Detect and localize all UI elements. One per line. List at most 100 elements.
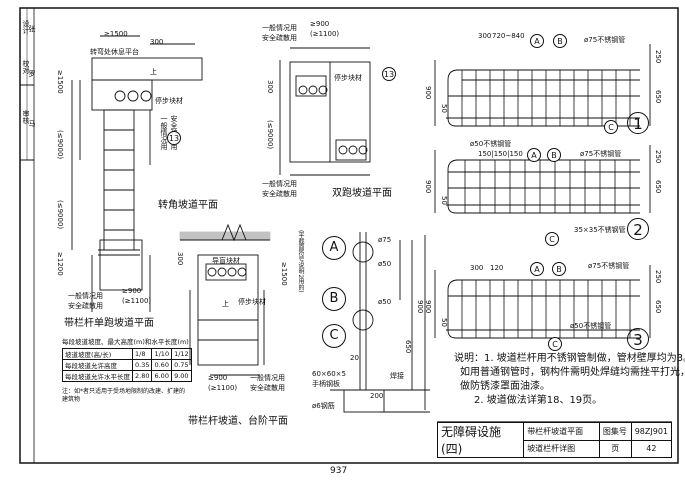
rail-general-d: 一般情况用 — [68, 292, 103, 300]
dim-900-e1: 900 — [424, 86, 432, 100]
table-cell: 每段坡道允许高度 — [62, 359, 133, 371]
dim-300-v-c: 300 — [176, 252, 184, 266]
spec-footnote: 注：如*者只适用于受场地限制的改建、扩建的建筑物 — [62, 388, 186, 403]
sq35-e2: 35×35不锈钢管 — [574, 226, 626, 234]
tag-c-e2: C — [545, 232, 559, 246]
page-number-block: 42 — [630, 439, 673, 458]
title-block: 无障碍设施(四) 带栏杆坡道平面 图集号 98ZJ901 坡道栏杆详图 页 42 — [436, 422, 673, 458]
wall-note: (平截面符号说明2用的) — [297, 230, 304, 293]
pipe75-e2: ø75不锈钢管 — [580, 150, 622, 158]
rail-safety-d: 安全疏散用 — [68, 302, 103, 310]
dim-900-b: ≥900 — [122, 287, 142, 295]
table-row: 每段坡道允许高度 0.35 0.60 0.75 — [62, 359, 192, 371]
dim-300-e3: 300 — [470, 264, 484, 272]
tag-b-e1: B — [553, 34, 567, 48]
side-sign1: 张 — [28, 25, 36, 32]
dim-250-e2: 250 — [654, 150, 662, 164]
stop-block-a: 停步块材 — [155, 97, 183, 105]
table-row: 坡道坡度(高/长) 1/8 1/10 1/12 — [62, 348, 192, 360]
tag-13-b: 13 — [382, 67, 396, 81]
dim-150-e2: 150|150|150 — [478, 150, 523, 158]
dim-300-a: 300 — [150, 38, 164, 46]
dim-900-e3: 900 — [424, 300, 432, 314]
stop-block-c: 停步块材 — [238, 298, 266, 306]
title-double-ramp: 双跑坡道平面 — [332, 188, 392, 199]
dim-720-840: 720~840 — [492, 32, 525, 40]
notes: 说明：1. 坡道栏杆用不锈钢管制做，管材壁厚均为3。 如用普通钢管时，钢构件需明… — [454, 352, 685, 408]
table-cell: 2.80 — [131, 370, 153, 382]
table-cell: 1/8 — [131, 348, 153, 360]
dim-1100-b: (≥1100) — [122, 297, 152, 305]
sub-title-1: 带栏杆坡道平面 — [523, 422, 600, 441]
dim-120-e3: 120 — [490, 264, 504, 272]
section-a: A — [322, 236, 346, 260]
dim-650-v-s: 650 — [404, 340, 412, 354]
guide-brick-c: 导盲块材 — [212, 257, 240, 265]
table-cell: 0.60 — [151, 359, 173, 371]
dim-650-e2: 650 — [654, 180, 662, 194]
side-sign2: 罗 — [28, 70, 36, 77]
dim-1500-v-c: ≥1500 — [280, 262, 288, 286]
dim-pipe50-b: ø50 — [378, 298, 392, 306]
dim-900-c: ≥900 — [208, 374, 228, 382]
dim-300-e1: 300 — [478, 32, 492, 40]
dim-900-e2: 900 — [424, 180, 432, 194]
dim-50-e2: 50 — [440, 196, 448, 205]
note-line-3: 做防锈漆罩面油漆。 — [460, 381, 550, 392]
section-c: C — [322, 324, 346, 348]
spec-table: 坡道坡度(高/长) 1/8 1/10 1/12 每段坡道允许高度 0.35 0.… — [62, 348, 192, 382]
table-cell: 1/12 — [171, 348, 192, 360]
table-row: 每段坡道允许水平长度 2.80 6.00 9.00 — [62, 370, 192, 382]
dim-900-a: ≥900 — [310, 20, 330, 28]
rail-general-b: 一般情况用 — [262, 24, 297, 32]
dim-1500: ≥1500 — [104, 30, 128, 38]
table-cell: 每段坡道允许水平长度 — [62, 370, 133, 382]
side-design: 设计 — [22, 20, 30, 34]
up-arrow-a: 上 — [150, 68, 157, 76]
dim-900-v-s: 900 — [416, 300, 424, 314]
table-cell: 1/10 — [151, 348, 173, 360]
rail-general-e: 一般情况用 — [250, 374, 285, 382]
double-ramp-plan — [279, 47, 371, 176]
dim-9000-v: (≤9000) — [56, 130, 64, 160]
dim-9000-v-b: (≤9000) — [266, 120, 274, 150]
dim-1100-a: (≥1100) — [310, 30, 340, 38]
pipe50-e1: ø50不锈钢管 — [470, 140, 512, 148]
title-turn-ramp: 转角坡道平面 — [158, 200, 218, 211]
rail-safety-b: 安全疏散用 — [262, 34, 297, 42]
side-sign3: 马 — [28, 120, 36, 127]
detail-num-3: 3 — [627, 328, 649, 350]
title-stair-platform: 带栏杆坡道、台阶平面 — [188, 416, 288, 427]
title-single-ramp: 带栏杆单跑坡道平面 — [64, 318, 154, 329]
dim-200-s: 200 — [370, 392, 384, 400]
table-cell: 0.75 — [171, 359, 192, 371]
page-label: 页 — [598, 439, 632, 458]
table-cell: 9.00 — [171, 370, 192, 382]
dim-650-e3: 650 — [654, 300, 662, 314]
dim-50-e3: 50 — [440, 318, 448, 327]
dim-1200-v: ≥1200 — [56, 252, 64, 276]
tag-a-e2: A — [527, 148, 541, 162]
detail-num-1: 1 — [627, 112, 649, 134]
stop-block-b: 停步块材 — [334, 74, 362, 82]
pipe75-e3: ø75不锈钢管 — [588, 262, 630, 270]
note-line-2: 如用普通钢管时，钢构件需明处焊缝均需挫平打光， — [460, 367, 685, 378]
dim-250-e3: 250 — [654, 270, 662, 284]
section-b: B — [322, 287, 346, 311]
sub-title-2: 坡道栏杆详图 — [523, 439, 600, 458]
dim-pipe75-a: ø75 — [378, 236, 392, 244]
dim-1100-c: (≥1100) — [208, 384, 238, 392]
atlas-number: 98ZJ901 — [630, 422, 673, 441]
pipe75-e1: ø75不锈钢管 — [584, 36, 626, 44]
rail-general-a: 一般情况用 — [160, 115, 168, 150]
railing-elevation-1 — [434, 44, 651, 127]
spec-caption: 每段坡道坡度、最大高度(m)和水平长度(m) — [62, 338, 189, 346]
dim-20-50: 20 — [350, 354, 359, 362]
rail-safety-e: 安全疏散用 — [250, 384, 285, 392]
turn-ramp-plan — [71, 35, 203, 256]
page-number: 937 — [330, 466, 348, 476]
elbow-note: 手柄钢板 — [312, 380, 340, 388]
weld-note: 焊接 — [390, 372, 404, 380]
side-review: 审核 — [22, 110, 30, 124]
